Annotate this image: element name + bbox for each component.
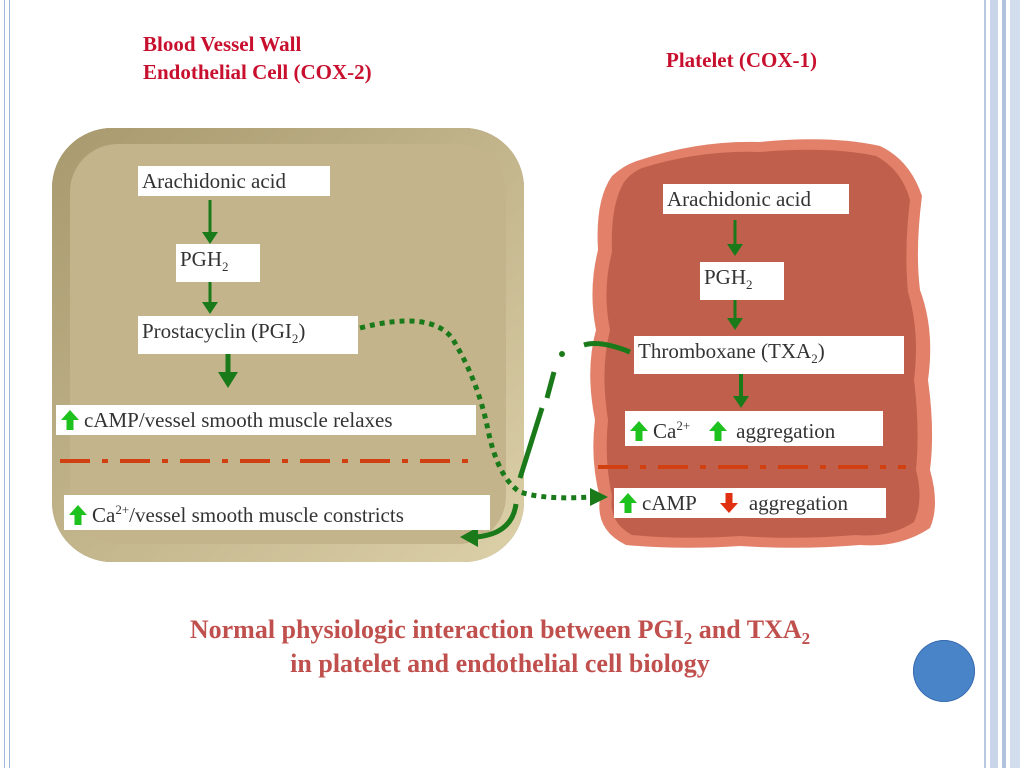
- plt-camp-row: cAMP aggregation: [614, 488, 886, 518]
- circle-bullet-icon: [913, 640, 975, 702]
- txa2-dashed-long: [517, 407, 545, 479]
- endo-pgh2-sub: 2: [222, 259, 229, 275]
- plt-pgh2-label: PGH2: [700, 262, 784, 301]
- up-arrow-icon: [709, 421, 728, 441]
- plt-ca-row: Ca2+ aggregation: [625, 411, 883, 446]
- plt-pgh2-base: PGH: [704, 265, 747, 289]
- caption-part-b: and TXA: [692, 615, 802, 644]
- plt-arrow-aa-to-pgh-head: [727, 244, 743, 256]
- plt-arrow-txa-to-ca-head: [733, 396, 749, 408]
- pgi2-dotted-path: [359, 318, 591, 501]
- endo-camp-text: cAMP/vessel smooth muscle relaxes: [84, 408, 393, 432]
- endo-arrow-pgi-to-camp-head: [218, 372, 238, 388]
- endothelial-header-line1: Blood Vessel Wall: [143, 32, 302, 56]
- caption-part-a: Normal physiologic interaction between P…: [189, 615, 684, 644]
- figure-caption-line1: Normal physiologic interaction between P…: [0, 614, 1000, 655]
- endo-prostacyclin-label: Prostacyclin (PGI2): [138, 316, 358, 355]
- plt-ca-base: Ca: [653, 419, 677, 443]
- plt-pgh2-sub: 2: [746, 277, 753, 293]
- txa2-dash-dot: [559, 351, 565, 357]
- endo-ca-sup: 2+: [115, 502, 130, 517]
- plt-arachidonic-acid-label: Arachidonic acid: [663, 184, 849, 214]
- endo-prostacyclin-base: Prostacyclin (PGI: [142, 319, 292, 343]
- txa2-dashed-arrowhead: [460, 527, 478, 547]
- endo-arrow-aa-to-pgh-head: [202, 232, 218, 244]
- endo-camp-row: cAMP/vessel smooth muscle relaxes: [56, 405, 476, 435]
- caption-sub-1: 2: [683, 629, 693, 649]
- platelet-header: Platelet (COX-1): [666, 48, 818, 72]
- txa2-dashed-segment: [544, 371, 557, 399]
- endo-prostacyclin-end: ): [298, 319, 306, 343]
- endothelial-header-line2: Endothelial Cell (COX-2): [143, 60, 372, 84]
- down-arrow-icon: [719, 493, 738, 513]
- endo-arachidonic-acid-label: Arachidonic acid: [138, 166, 330, 196]
- txa2-dashed-hook: [475, 503, 519, 540]
- up-arrow-icon: [630, 421, 648, 441]
- up-arrow-icon: [69, 505, 87, 525]
- up-arrow-icon: [619, 493, 637, 513]
- plt-camp-aggregation: aggregation: [748, 491, 848, 515]
- pgi2-dotted-arrowhead: [590, 488, 608, 506]
- caption-sub-2: 2: [801, 629, 811, 649]
- up-arrow-icon: [61, 410, 79, 430]
- slide-frame-left: [4, 0, 10, 768]
- endo-ca-base: Ca: [92, 503, 116, 527]
- txa2-dashed-path: [583, 341, 631, 355]
- plt-thromboxane-sub: 2: [811, 351, 818, 367]
- plt-thromboxane-base: Thromboxane (TXA: [638, 339, 812, 363]
- endo-ca-text: /vessel smooth muscle constricts: [129, 503, 404, 527]
- endo-arrow-pgh-to-pgi-head: [202, 302, 218, 314]
- figure-caption-line2: in platelet and endothelial cell biology: [290, 649, 710, 678]
- endo-pgh2-base: PGH: [180, 247, 223, 271]
- endothelial-header: Blood Vessel Wall Endothelial Cell (COX-…: [143, 30, 372, 86]
- plt-thromboxane-end: ): [817, 339, 825, 363]
- endo-pgh2-label: PGH2: [176, 244, 260, 283]
- plt-camp-text: cAMP: [642, 491, 697, 515]
- plt-ca-aggregation: aggregation: [736, 419, 836, 443]
- slide-frame-right: [980, 0, 1024, 768]
- endo-ca-row: Ca2+/vessel smooth muscle constricts: [64, 495, 490, 530]
- endo-prostacyclin-sub: 2: [291, 331, 299, 347]
- plt-arrow-pgh-to-txa-head: [727, 318, 743, 330]
- plt-ca-sup: 2+: [676, 418, 691, 433]
- plt-thromboxane-label: Thromboxane (TXA2): [634, 336, 904, 375]
